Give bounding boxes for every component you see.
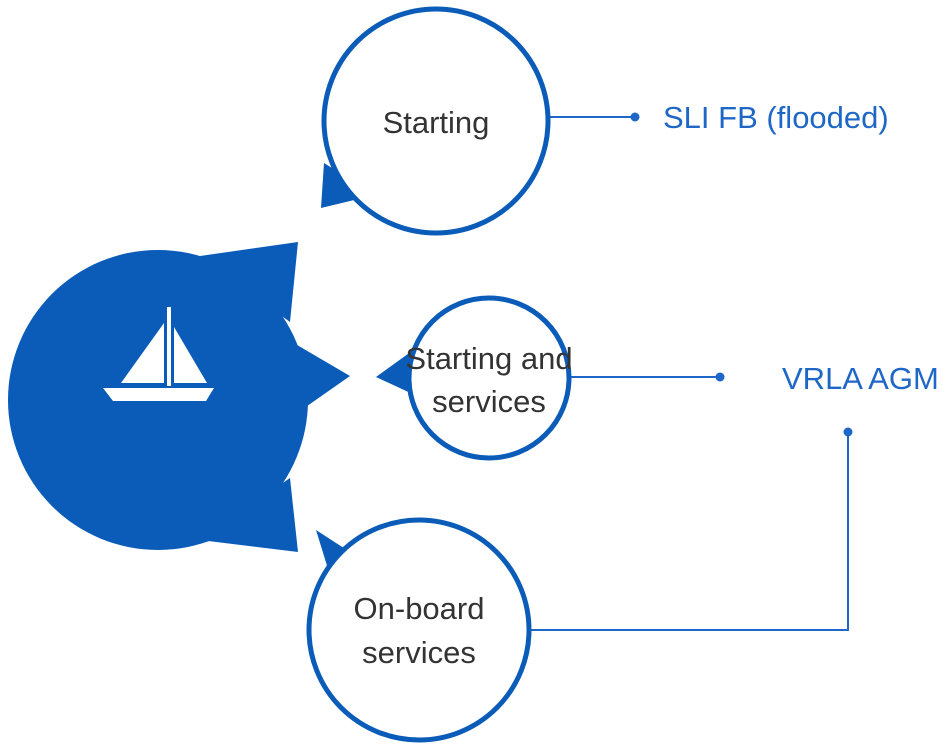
application-label-line1: Starting and [405,341,572,376]
sailboat-icon [103,307,214,401]
hub-tab-bottom [200,478,298,552]
application-bubble-on-board-services: On-board services [306,517,532,743]
application-label-line2: services [362,635,476,670]
application-label-line1: On-board [354,591,485,626]
sailboat-hull [103,388,214,401]
bubble-circle [306,517,532,743]
application-label-line2: services [432,384,546,419]
sailboat-main-sail [121,323,164,383]
connector-dot [843,427,853,437]
bubble-circle [321,6,551,236]
sailboat-mast [167,307,171,386]
bubble-circle [406,295,572,461]
product-label-sli-fb: SLI FB (flooded) [663,100,889,135]
sailboat-jib-sail [174,327,207,383]
connector-dot [715,372,725,382]
product-label-vrla-agm: VRLA AGM [782,361,939,396]
hub-tab-middle [280,335,350,425]
application-label: Starting [383,105,490,140]
connector-dot [630,112,640,122]
connectors [527,116,849,631]
hub [8,242,350,552]
application-bubble-starting-and-services: Starting and services [376,295,573,461]
connector-on-board-services [527,432,849,631]
application-bubble-starting: Starting [321,6,551,236]
connector-dots [630,112,853,437]
hub-tab-top [200,242,298,322]
